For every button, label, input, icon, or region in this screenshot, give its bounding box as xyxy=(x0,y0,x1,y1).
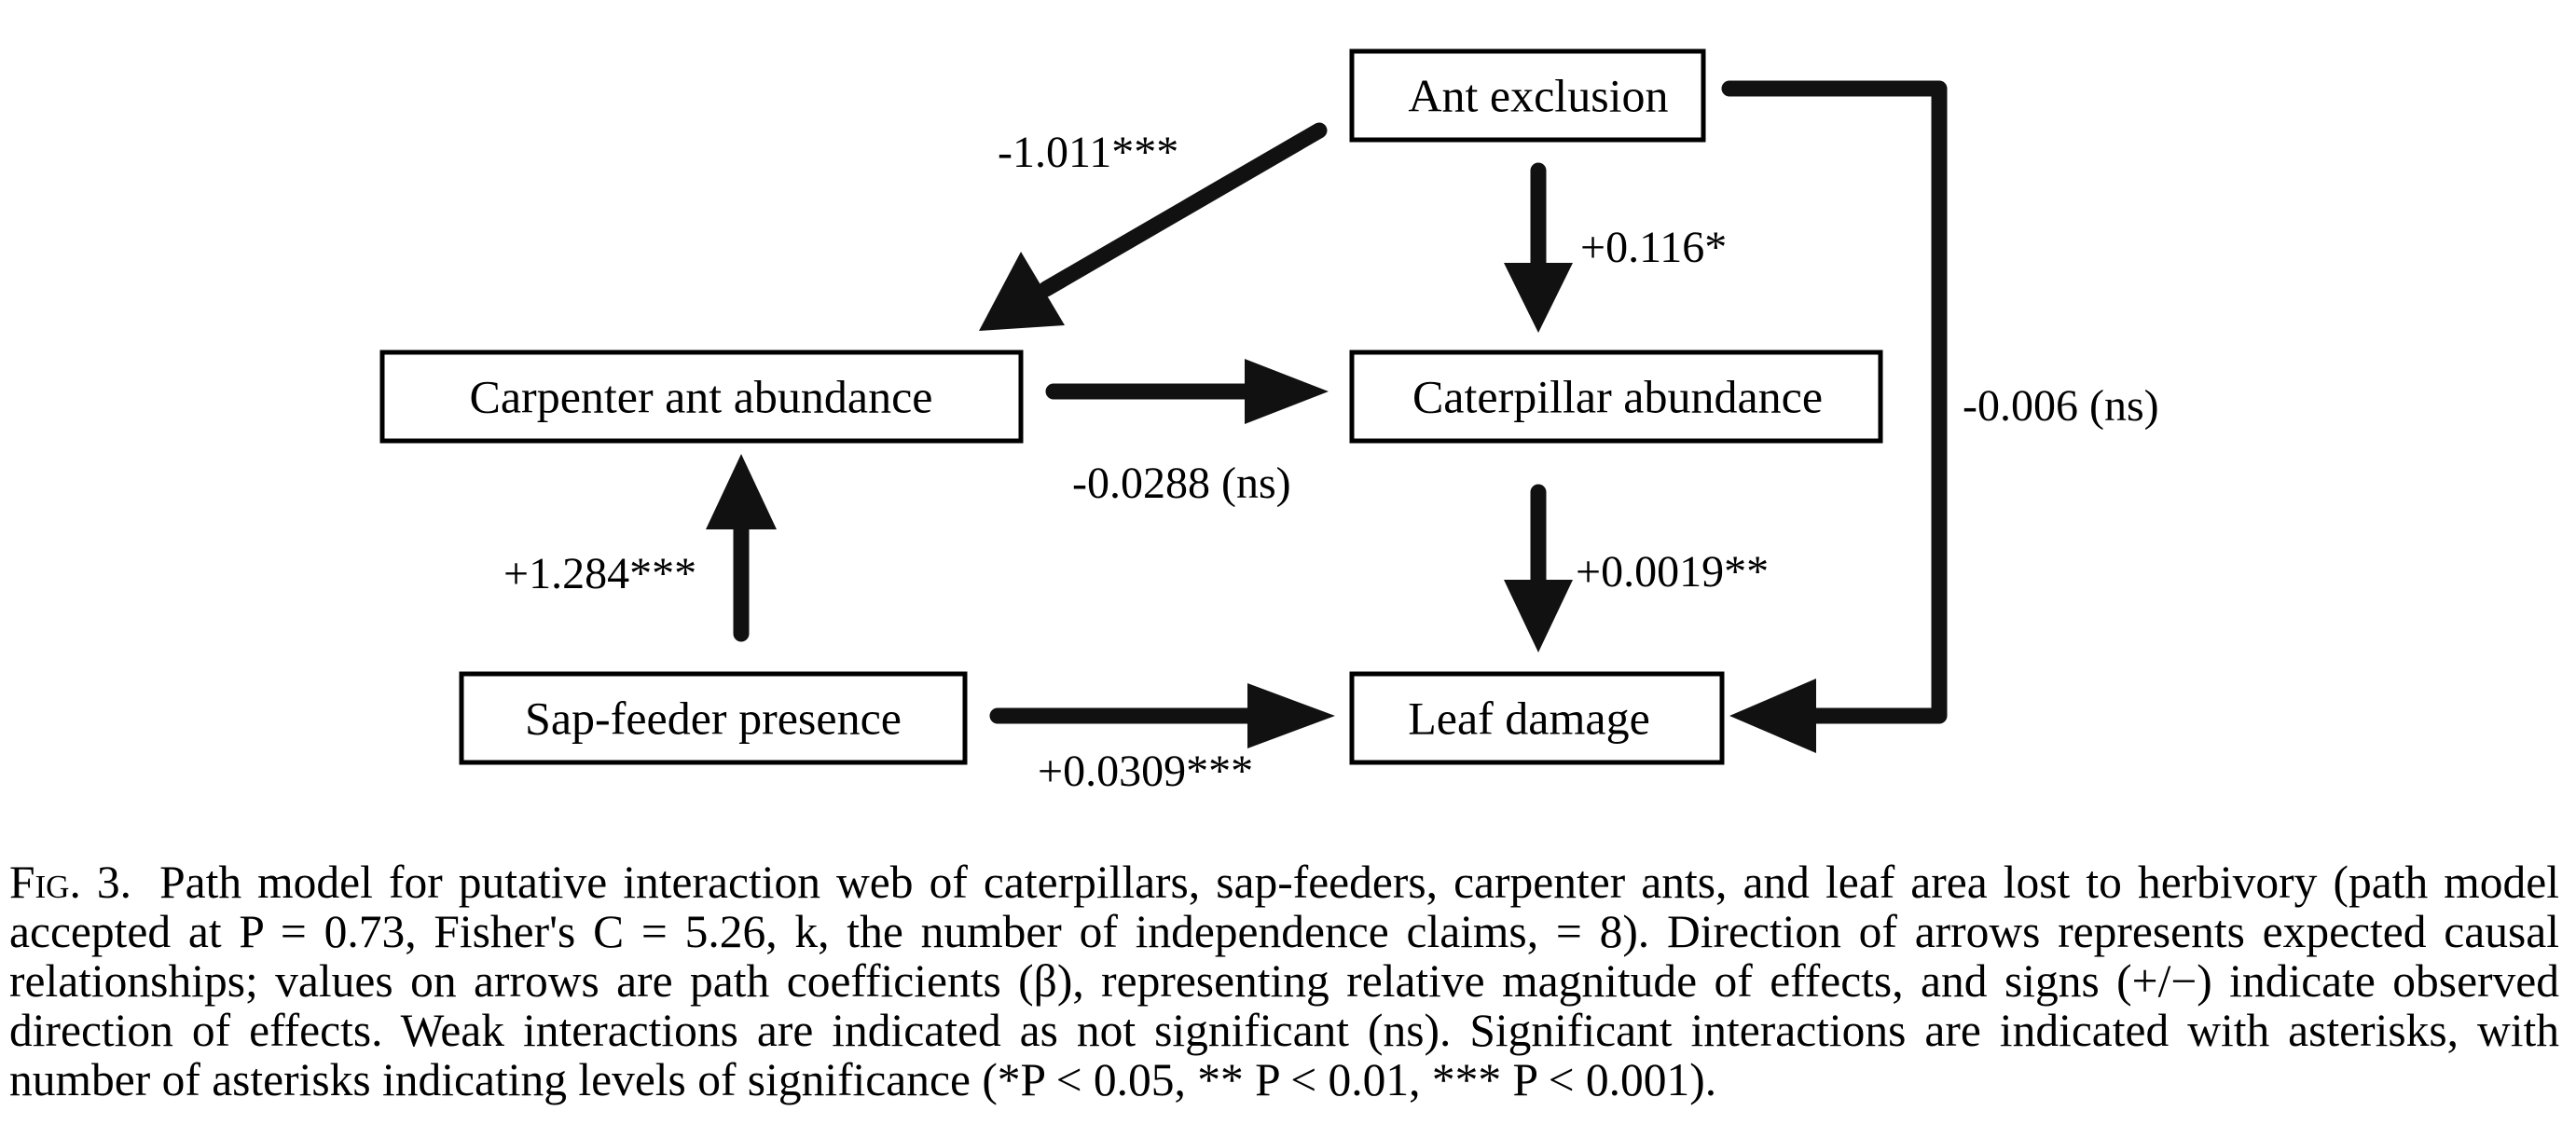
node-sap-feeder-presence-label: Sap-feeder presence xyxy=(525,692,902,744)
coefficient-ant-exclusion-to-caterpillars: +0.116* xyxy=(1580,223,1727,272)
arrow-caterpillars-to-leaf-damage xyxy=(1504,484,1573,652)
figure-label: Fig. 3. xyxy=(9,857,132,908)
coefficient-ant-exclusion-to-leaf-damage: -0.006 (ns) xyxy=(1963,381,2159,431)
coefficient-sap-feeders-to-carpenter-ants: +1.284*** xyxy=(503,549,696,598)
arrow-sap-feeders-to-carpenter-ants xyxy=(706,454,777,642)
coefficient-sap-feeders-to-leaf-damage: +0.0309*** xyxy=(1038,747,1253,796)
node-sap-feeder-presence: Sap-feeder presence xyxy=(459,671,968,765)
path-model-diagram: Ant exclusion Carpenter ant abundance Ca… xyxy=(379,48,2159,796)
arrow-ant-exclusion-to-leaf-damage xyxy=(1721,80,1948,753)
figure-caption: Fig. 3.Path model for putative interacti… xyxy=(9,857,2559,1104)
node-carpenter-ant-abundance-label: Carpenter ant abundance xyxy=(470,370,933,422)
coefficient-carpenter-ants-to-caterpillars: -0.0288 (ns) xyxy=(1072,459,1291,508)
arrow-ant-exclusion-to-caterpillars xyxy=(1504,162,1573,333)
node-leaf-damage: Leaf damage xyxy=(1349,671,1725,765)
arrow-ant-exclusion-to-carpenter-ants xyxy=(979,122,1328,331)
coefficient-caterpillars-to-leaf-damage: +0.0019** xyxy=(1576,547,1769,597)
arrow-sap-feeders-to-leaf-damage xyxy=(989,683,1335,748)
caption-text: Path model for putative interaction web … xyxy=(9,857,2560,1105)
node-leaf-damage-label: Leaf damage xyxy=(1408,692,1650,744)
node-caterpillar-abundance-label: Caterpillar abundance xyxy=(1412,370,1823,422)
arrow-carpenter-ants-to-caterpillars xyxy=(1045,359,1329,424)
node-carpenter-ant-abundance: Carpenter ant abundance xyxy=(379,350,1024,444)
node-ant-exclusion-label: Ant exclusion xyxy=(1408,69,1668,121)
coefficient-ant-exclusion-to-carpenter-ants: -1.011*** xyxy=(998,128,1178,177)
node-caterpillar-abundance: Caterpillar abundance xyxy=(1349,350,1883,444)
node-ant-exclusion: Ant exclusion xyxy=(1349,48,1706,143)
